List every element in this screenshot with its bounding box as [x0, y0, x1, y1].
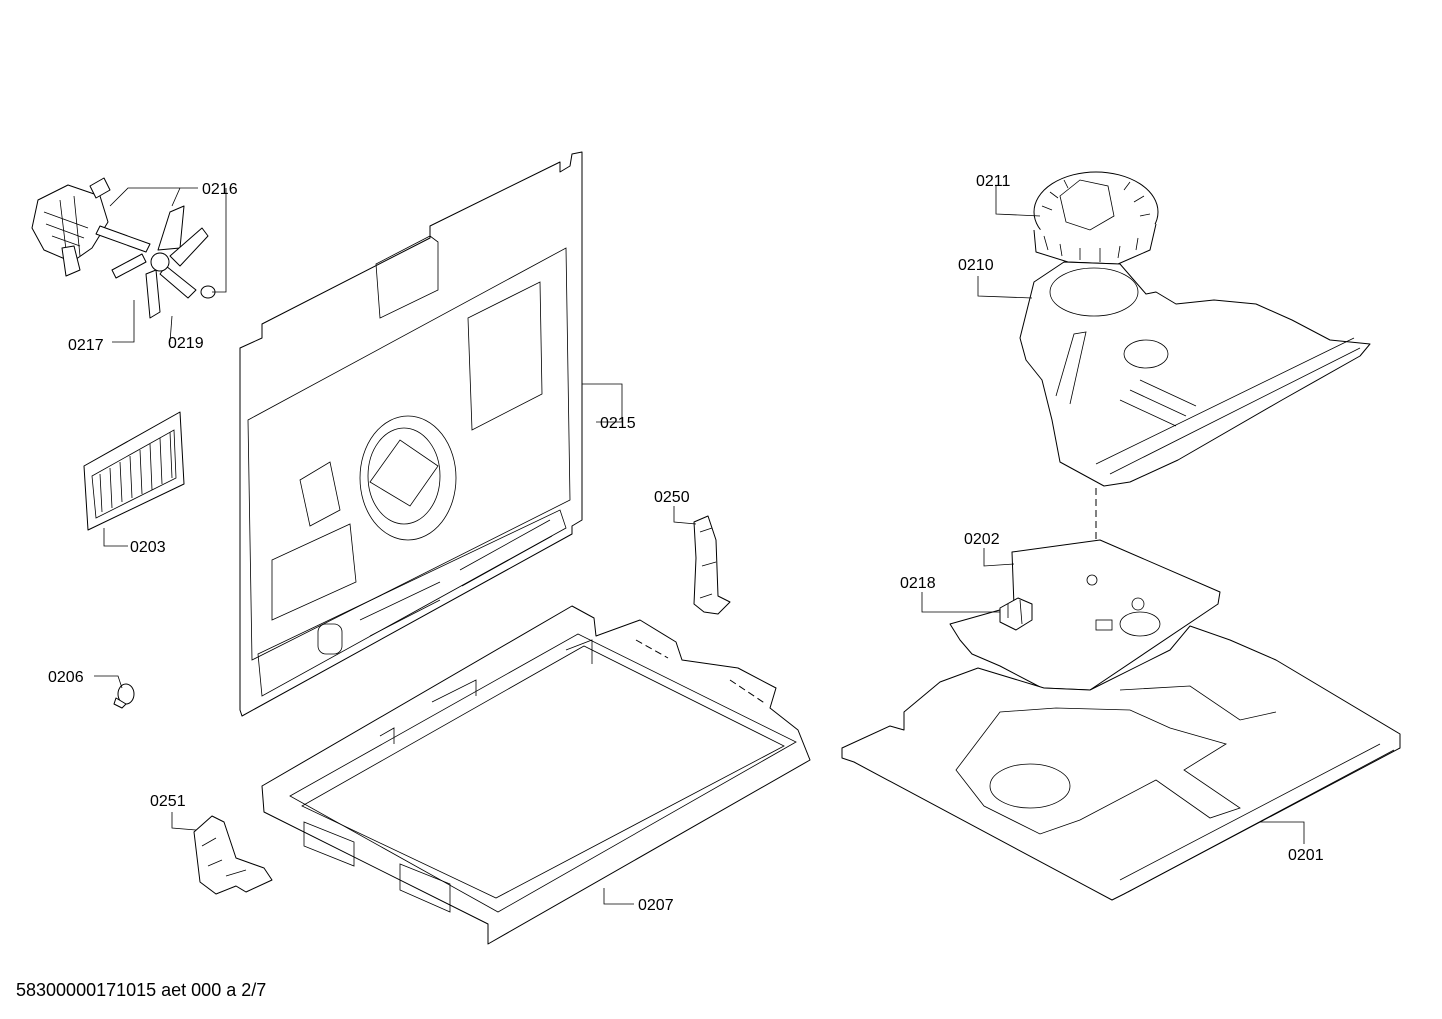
- bracket-upper: [693, 515, 731, 615]
- base-plate: [841, 625, 1401, 901]
- callout-0201: 0201: [1288, 847, 1324, 864]
- leader-lines: [94, 186, 1305, 905]
- document-id-footer: 58300000171015 aet 000 a 2/7: [16, 980, 267, 1000]
- connector-clip: [999, 597, 1033, 631]
- fan-motor-assembly: [31, 177, 216, 319]
- bracket-lower: [193, 815, 273, 895]
- callout-labels: 0216 0217 0219 0215 0203 0206 0250 0251 …: [48, 173, 1324, 914]
- callout-0206: 0206: [48, 669, 84, 686]
- callout-0250: 0250: [654, 489, 690, 506]
- callout-0215: 0215: [600, 415, 636, 432]
- bottom-tray-frame: [261, 605, 811, 945]
- callout-0210: 0210: [958, 257, 994, 274]
- blower-fan-wheel: [1033, 171, 1159, 265]
- rear-wall-panel: [239, 151, 583, 717]
- vent-grille: [83, 411, 185, 531]
- callout-0207: 0207: [638, 897, 674, 914]
- callout-0216: 0216: [202, 181, 238, 198]
- electronics-plate: [949, 539, 1221, 691]
- callout-0211: 0211: [976, 173, 1011, 190]
- callout-0217: 0217: [68, 337, 104, 354]
- cap-part: [113, 683, 135, 709]
- callout-0219: 0219: [168, 335, 204, 352]
- callout-0251: 0251: [150, 793, 186, 810]
- callout-0203: 0203: [130, 539, 166, 556]
- fan-housing-cover: [1019, 261, 1371, 487]
- callout-0218: 0218: [900, 575, 936, 592]
- callout-0202: 0202: [964, 531, 1000, 548]
